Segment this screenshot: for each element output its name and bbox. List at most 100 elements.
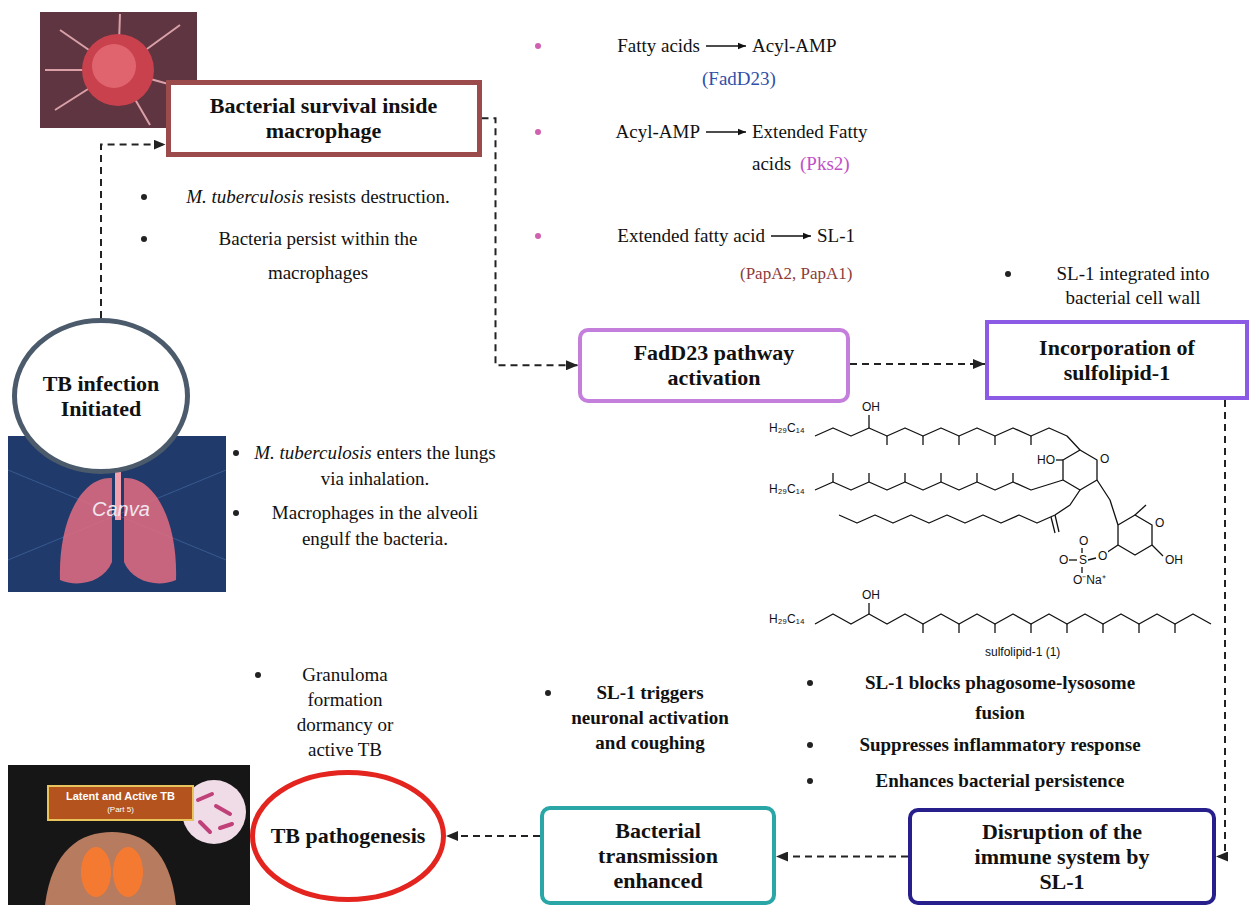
bullet-dot bbox=[535, 233, 541, 239]
bullet-note: M. tuberculosis resists destruction. bbox=[158, 184, 478, 210]
rod bbox=[198, 794, 212, 800]
node-text: Bacterial survival inside macrophage bbox=[179, 93, 469, 144]
bullet-dot bbox=[807, 680, 813, 686]
process-box: Bacterial survival inside macrophage bbox=[166, 80, 482, 157]
middle-chain bbox=[815, 480, 1063, 490]
chemical-atom-label: O⁻Na⁺ bbox=[1072, 573, 1107, 587]
node-body: Incorporation of sulfolipid-1 bbox=[1002, 335, 1232, 386]
methyl-tick bbox=[1138, 624, 1139, 633]
person-photo bbox=[8, 765, 250, 905]
chemical-atom-label: O bbox=[1058, 553, 1069, 567]
bullet-note: Bacteria persist within the macrophages bbox=[173, 222, 463, 290]
person-body bbox=[45, 832, 176, 905]
title-plate bbox=[48, 786, 193, 820]
reaction-substrate: Extended fatty acid bbox=[560, 222, 765, 250]
grid-line bbox=[8, 470, 226, 560]
lung-right bbox=[124, 478, 176, 583]
methyl-tick bbox=[958, 436, 959, 445]
photo-ground bbox=[8, 765, 250, 905]
methyl-tick bbox=[1030, 436, 1031, 445]
methyl-tick bbox=[1030, 624, 1031, 633]
process-box: Bacterial transmission enhanced bbox=[540, 806, 776, 905]
rod bbox=[200, 822, 210, 832]
bullet-dot bbox=[535, 43, 541, 49]
bullet-dot bbox=[545, 690, 551, 696]
bullet-note: Enhances bacterial persistence bbox=[840, 766, 1160, 796]
sugar-ring bbox=[1063, 450, 1097, 490]
carbonyl-bond bbox=[1055, 515, 1059, 532]
bullet-note: SL-1 triggers neuronal activation and co… bbox=[570, 680, 730, 755]
bullet-note: Macrophages in the alveoli engulf the ba… bbox=[250, 500, 500, 552]
chemical-atom-label: S bbox=[1078, 553, 1088, 567]
photo-title: Latent and Active TB bbox=[50, 789, 191, 803]
note-text: resists destruction. bbox=[308, 186, 449, 207]
methyl-tick bbox=[976, 473, 977, 482]
italic-name: M. tuberculosis bbox=[254, 442, 376, 463]
node-body: Disruption of the immune system by SL-1 bbox=[962, 819, 1162, 895]
bullet-dot bbox=[807, 778, 813, 784]
enzyme-name: (Pks2) bbox=[800, 148, 850, 180]
sulfate-bond bbox=[1088, 558, 1096, 560]
node-text: TB pathogenesis bbox=[271, 823, 426, 848]
methyl-tick bbox=[904, 473, 905, 482]
chemical-atom-label: HO bbox=[1036, 453, 1056, 467]
chemical-atom-label: O bbox=[1099, 452, 1110, 466]
dashed-arrow bbox=[101, 145, 166, 318]
enzyme-name: (PapA2, PapA1) bbox=[740, 262, 852, 286]
dashed-arrow bbox=[1216, 400, 1225, 857]
node-body: Bacterial survival inside macrophage bbox=[179, 93, 469, 144]
chemical-atom-label: H₂₉C₁₄ bbox=[768, 612, 806, 626]
hydroxyl-bond bbox=[868, 415, 869, 428]
reaction-arrow bbox=[706, 45, 746, 47]
rod bbox=[216, 806, 230, 814]
node-body: TB pathogenesis bbox=[271, 823, 426, 848]
compound-caption: sulfolipid-1 (1) bbox=[985, 645, 1060, 659]
reaction-product: SL-1 bbox=[817, 222, 855, 250]
chemical-atom-label: OH bbox=[861, 400, 881, 414]
methyl-tick bbox=[1066, 624, 1067, 633]
top-chain bbox=[815, 428, 1080, 450]
methyl-tick bbox=[886, 436, 887, 445]
node-body: Bacterial transmission enhanced bbox=[573, 818, 743, 894]
chemical-atom-label: OH bbox=[861, 588, 881, 602]
ellipse-shape bbox=[253, 773, 444, 900]
methyl-tick bbox=[994, 624, 995, 633]
methyl-tick bbox=[994, 436, 995, 445]
dashed-arrow bbox=[446, 835, 540, 837]
methyl-tick bbox=[922, 436, 923, 445]
reaction-substrate: Acyl-AMP bbox=[596, 118, 700, 146]
bullet-note: SL-1 blocks phagosome-lysosome fusion bbox=[840, 668, 1160, 728]
bullet-note: Suppresses inflammatory response bbox=[840, 730, 1160, 760]
palmitoyl-chain bbox=[839, 490, 1080, 523]
bullet-note: Granuloma formation dormancy or active T… bbox=[275, 662, 415, 762]
end-ellipse: TB pathogenesis bbox=[250, 770, 446, 902]
hydroxyl-bond bbox=[868, 603, 869, 614]
chemical-atom-label: O bbox=[1154, 516, 1165, 530]
methyl-tick bbox=[958, 624, 959, 633]
node-text: Bacterial transmission enhanced bbox=[573, 818, 743, 894]
methyl-tick bbox=[1174, 624, 1175, 633]
reaction-product: Acyl-AMP bbox=[752, 32, 836, 60]
bullet-note: M. tuberculosis enters the lungs via inh… bbox=[250, 440, 500, 492]
bullet-dot bbox=[141, 194, 147, 200]
node-text: FadD23 pathway activation bbox=[599, 340, 829, 391]
sulfolipid-structure bbox=[815, 415, 1211, 633]
carbonyl-bond bbox=[1051, 517, 1055, 533]
glycosidic-bond bbox=[1097, 480, 1118, 525]
italic-name: M. tuberculosis bbox=[186, 186, 308, 207]
bacteria-rods bbox=[198, 794, 232, 832]
start-circle: TB infection Initiated bbox=[12, 318, 190, 474]
macrophage-body bbox=[82, 34, 154, 106]
methyl-tick bbox=[868, 473, 869, 482]
reaction-substrate: Fatty acids bbox=[596, 32, 700, 60]
process-box: Incorporation of sulfolipid-1 bbox=[985, 320, 1249, 400]
macrophage-core bbox=[92, 44, 136, 88]
process-box: Disruption of the immune system by SL-1 bbox=[908, 808, 1216, 905]
methyl-bond bbox=[1135, 505, 1146, 515]
lung-glow bbox=[81, 847, 111, 897]
hydroxyl-bond bbox=[1152, 545, 1163, 556]
chemical-atom-label: O bbox=[1097, 549, 1108, 563]
lung-glow bbox=[113, 847, 143, 897]
bullet-dot bbox=[233, 510, 239, 516]
